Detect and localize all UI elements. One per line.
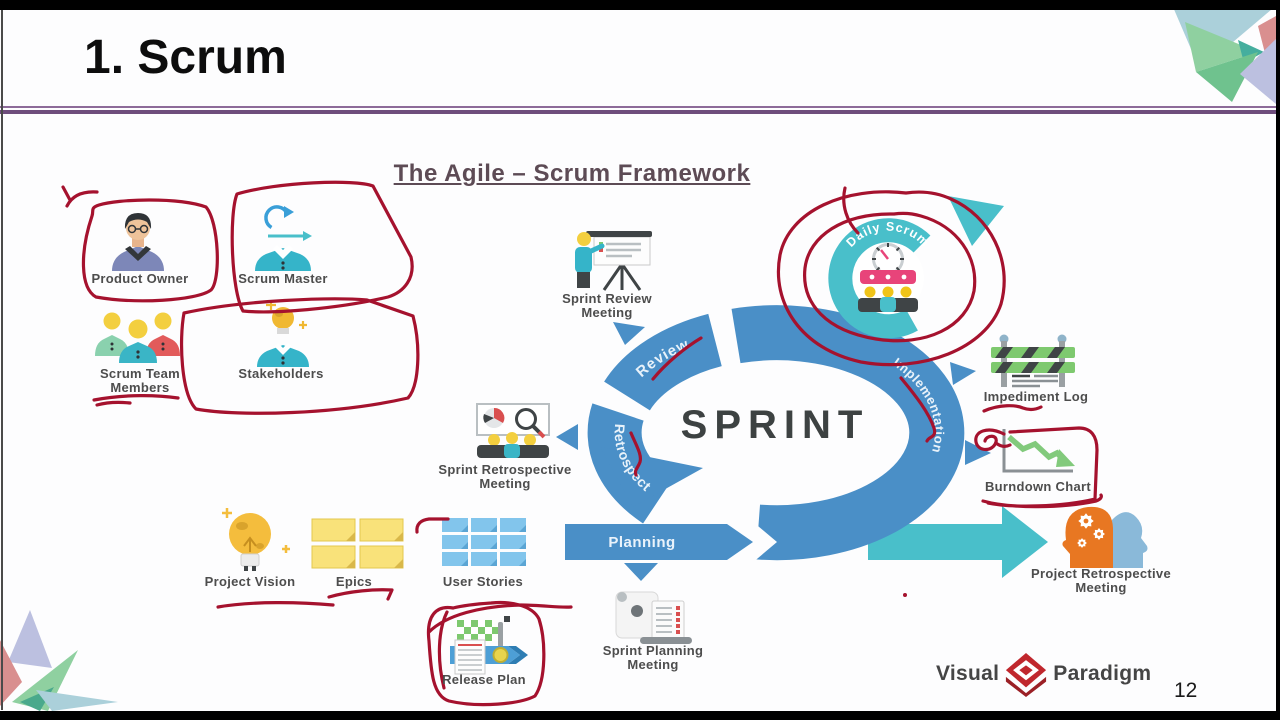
red-pen-annotations (61, 180, 1103, 707)
epics-icon (311, 518, 404, 569)
annotation-user-stories-bracket (415, 517, 450, 534)
implementation-arc (731, 305, 965, 561)
pointer-burndown-chart (965, 440, 991, 465)
project-retrospective-arrow (868, 506, 1048, 578)
pointer-sprint-planning (624, 563, 658, 581)
daily-scrum-ring (828, 218, 931, 339)
pointer-sprint-review (613, 322, 645, 345)
annotation-burndown-box (974, 426, 1103, 509)
sprint-planning-meeting-icon (615, 591, 692, 644)
sprint-retrospective-meeting-icon (476, 403, 550, 458)
planning-arrow (565, 524, 753, 560)
letterbox-top-bar (0, 0, 1280, 10)
annotation-product-owner-circle (61, 185, 219, 303)
release-plan-icon (450, 616, 528, 675)
project-vision-icon (222, 508, 290, 571)
annotation-daily-scrum-inner-circle (803, 211, 977, 343)
pointer-impediment-log (950, 362, 976, 385)
annotation-project-vision-underline (216, 601, 335, 609)
scrum-team-members-icon (95, 312, 180, 363)
burndown-chart-icon (1002, 429, 1075, 473)
annotation-impediment-underline (982, 404, 1043, 413)
annotation-retrospect-mark (629, 431, 643, 477)
annotation-implementation-line (899, 376, 937, 443)
impediment-log-icon (991, 334, 1075, 388)
daily-standup-icon (858, 243, 918, 312)
annotation-review-underline (651, 336, 703, 381)
ring-notch (745, 515, 777, 569)
title-divider-thick (0, 110, 1276, 114)
daily-scrum-arrowhead (948, 196, 1004, 246)
sprint-cycle-ring (556, 305, 991, 581)
sprint-label: SPRINT (681, 403, 870, 447)
annotation-daily-scrum-outer-circle (776, 186, 1006, 367)
user-stories-icon (442, 518, 526, 566)
pointer-sprint-retrospective (556, 424, 578, 450)
letterbox-right-bar (1276, 10, 1280, 711)
review-arc (604, 313, 723, 412)
annotation-scrum-team-underline (92, 394, 180, 407)
planning-label: Planning (608, 534, 675, 551)
corner-decoration-top-right (1170, 0, 1278, 104)
annotation-epics-underline (327, 588, 394, 601)
annotation-scrum-master-circle (230, 180, 414, 314)
corner-decoration-bottom-left (0, 610, 118, 711)
slide-left-edge (1, 10, 3, 710)
annotation-dot (903, 593, 907, 597)
annotation-stakeholders-circle (179, 297, 420, 415)
retrospect-arrowhead (600, 447, 703, 507)
sprint-review-meeting-icon (575, 231, 652, 291)
product-owner-icon (112, 213, 164, 271)
scrum-master-icon (255, 205, 312, 271)
daily-scrum-loop (828, 196, 1004, 339)
title-divider-thin (0, 106, 1276, 108)
annotation-release-plan-circle (426, 600, 546, 707)
project-retrospective-meeting-icon (1062, 506, 1148, 568)
letterbox-bottom-bar (0, 711, 1280, 720)
